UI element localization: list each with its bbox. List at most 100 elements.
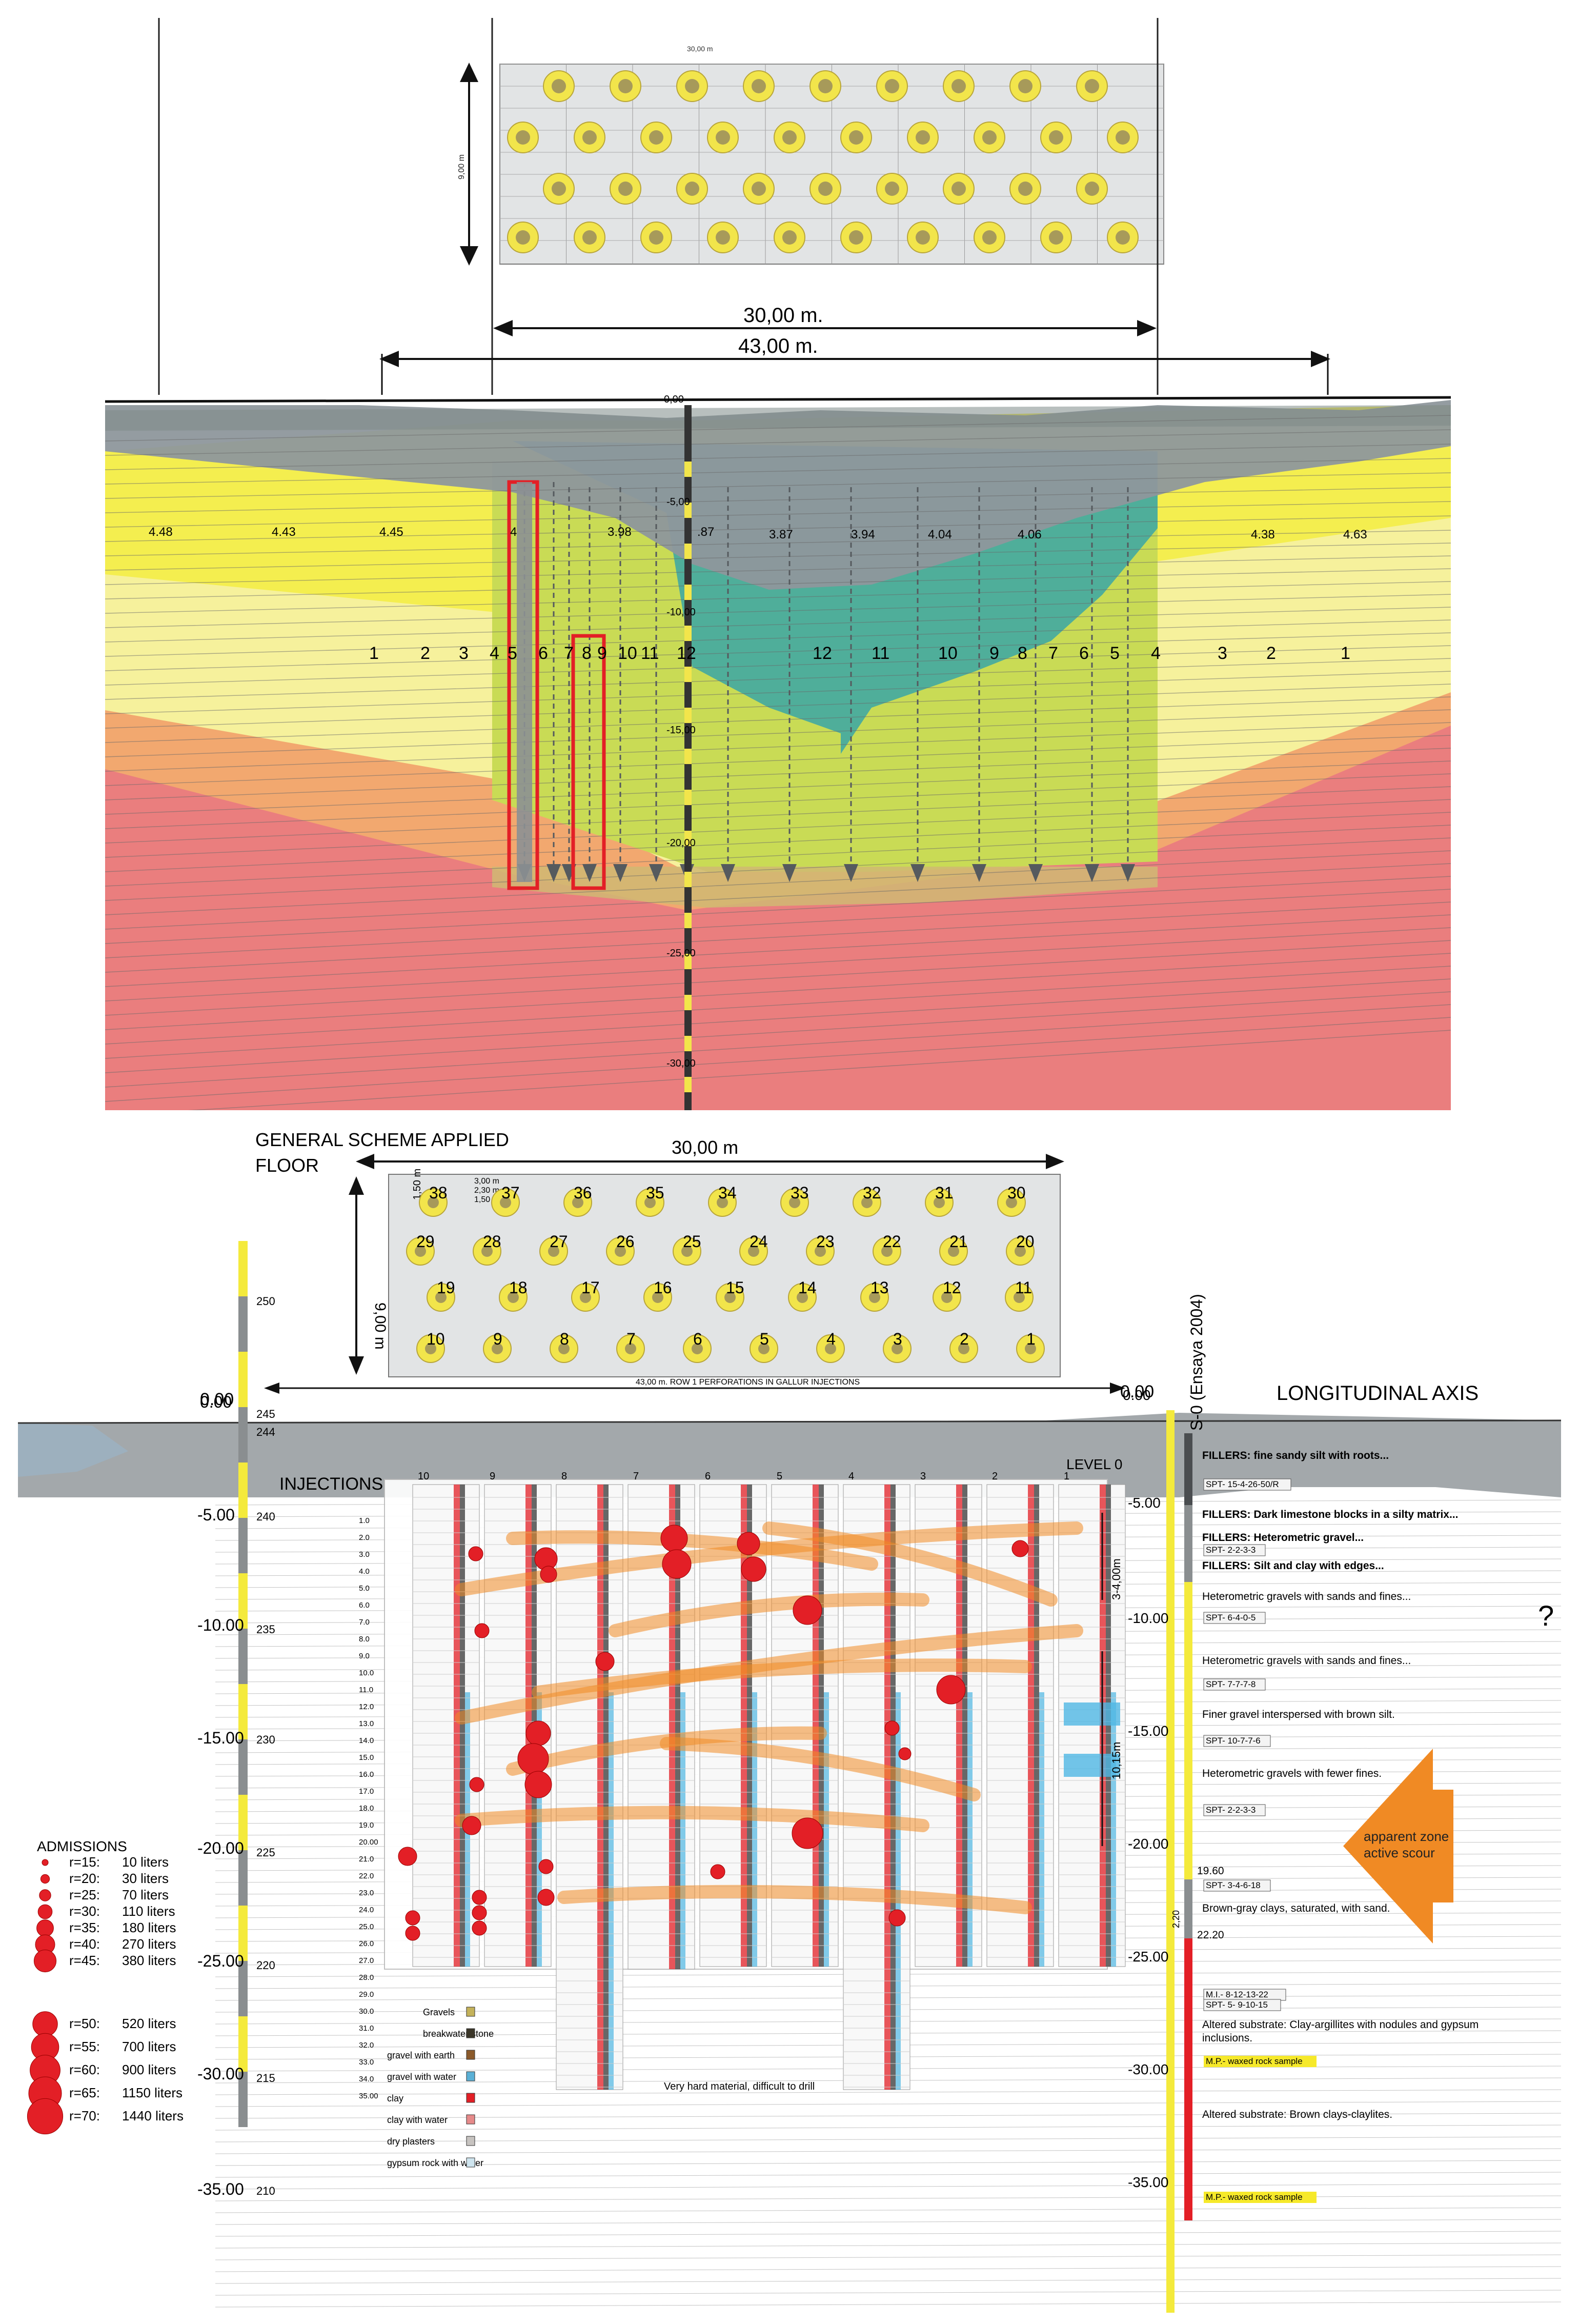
injection-point-core [818,79,833,93]
material-swatch [466,2028,475,2038]
elevation-bar-segment [238,1961,248,2016]
injection-point-core [982,130,997,145]
scour-streak [506,1726,827,1776]
injection-point-core [1116,130,1130,145]
ground-surface [105,396,1451,403]
strata-line [105,487,1451,513]
strata-line [105,1004,1451,1088]
admission-dot [474,1623,490,1638]
elevation-label: 225 [256,1846,275,1859]
injection-number: 37 [501,1184,520,1202]
elevation-bar-segment [238,1407,248,1462]
injection-number: 17 [581,1278,600,1297]
admission-legend-r: r=45: [69,1953,100,1968]
injection-number: 11 [1015,1278,1032,1297]
admission-dot [936,1675,966,1705]
depth-value: 4.38 [1251,528,1275,542]
admission-dot [662,1549,692,1579]
s0-log-entry: FILLERS: fine sandy silt with roots... [1202,1450,1389,1461]
scale-segment [684,1077,692,1092]
depth-scale-label: 5.0 [359,1584,370,1593]
right-depth-label: -25.00 [1128,1949,1168,1965]
strata-line [105,876,1451,944]
scour-label-line2: active scour [1364,1845,1435,1860]
dimension-arrowhead [460,246,478,266]
admission-legend-liters: 900 liters [122,2062,176,2077]
s0-log-entry: Heterometric gravels with fewer fines. [1202,1768,1382,1779]
dimension-arrowhead [379,351,399,367]
admission-dot [405,1926,420,1941]
well-material-strip [537,1692,542,1967]
elevation-bar-segment [238,2016,248,2072]
hard-material-note: Very hard material, difficult to drill [664,2081,815,2092]
material-label: dry plasters [387,2136,435,2147]
injection-number: 30 [1007,1184,1026,1202]
right-depth-label: 0.00 [1123,1387,1151,1403]
well-material-strip [824,1692,829,1967]
hole-number: 2 [1266,644,1276,663]
admission-legend-r: r=40: [69,1936,100,1952]
injection-number: 15 [726,1278,744,1297]
elevation-label: 220 [256,1959,275,1972]
depth-scale-label: 31.0 [359,2024,374,2033]
depth-line [215,2172,1562,2178]
injection-number: 3 [893,1330,902,1348]
admission-dot [405,1910,420,1926]
strata-line [105,458,1451,485]
left-depth-label: -35.00 [197,2180,244,2198]
strata-line [105,568,1451,599]
depth-scale-label: 20.00 [359,1838,378,1847]
water-symbol [1064,1702,1120,1726]
ground-surface [17,1419,1562,1424]
injection-point-core [717,1197,728,1208]
well-material-strip [603,1485,609,2090]
scour-label-line1: apparent zone [1364,1829,1449,1844]
depth-scale-label: 9.0 [359,1652,370,1660]
bore-arrowhead [1085,864,1099,882]
admission-dot [469,1777,484,1792]
injection-number: 31 [935,1184,954,1202]
elevation-label: 210 [256,2185,275,2197]
depth-scale-label: 12.0 [359,1702,374,1711]
depth-scale-label: 15.0 [359,1753,374,1762]
injection-point-core [1018,182,1033,196]
hole-number: 8 [582,644,592,663]
admission-dot [888,1909,906,1927]
elevation-bar-segment [238,1352,248,1407]
s0-substrate [1184,1938,1192,2220]
injection-number: 34 [718,1184,737,1202]
s0-sample-highlight [1204,2192,1317,2203]
strata-line [105,444,1451,470]
dimension-arrowhead [349,1356,364,1375]
admission-legend-liters: 110 liters [122,1904,175,1919]
injection-number: 5 [760,1330,769,1348]
injection-number: 1 [1026,1330,1036,1348]
injection-point-core [941,1292,953,1303]
injection-point-core [916,130,930,145]
admission-dot [538,1859,554,1874]
plan-width-label: 30,00 m [672,1137,738,1158]
plan-side-label: 1,50 m [412,1169,423,1200]
admission-dot [737,1532,760,1555]
s0-log-entry: SPT- 10-7-7-6 [1206,1736,1261,1746]
depth-line [215,2183,1562,2190]
top-plan-circles [507,70,1139,253]
injection-number: 28 [483,1232,501,1251]
depth-scale-label: 35.00 [359,2092,378,2100]
well-material-strip [956,1485,962,1967]
injection-point-core [552,79,566,93]
depth-line [215,2195,1562,2201]
admission-dot [525,1720,551,1746]
injection-point-core [582,130,597,145]
dimension-arrowhead [349,1176,364,1195]
right-depth-label: -35.00 [1128,2174,1168,2190]
hole-number: 10 [618,644,637,663]
scale-segment [684,585,692,600]
bore-arrowhead [582,864,597,882]
scour-streak [609,1592,929,1637]
material-swatch [466,2093,475,2103]
injection-point-core [618,182,633,196]
scale-segment [684,995,692,1010]
